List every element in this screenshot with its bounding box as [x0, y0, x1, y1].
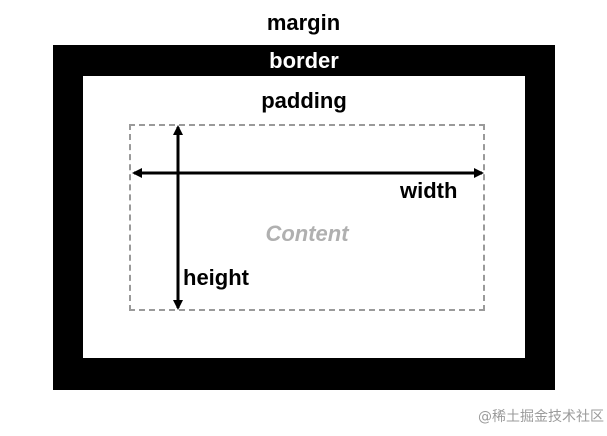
- watermark-text: @稀土掘金技术社区: [478, 409, 604, 425]
- height-label: height: [183, 265, 249, 290]
- content-label: Content: [265, 221, 349, 246]
- content-box: [129, 124, 485, 311]
- padding-box: [83, 76, 525, 358]
- width-label: width: [400, 178, 458, 203]
- border-label: border: [269, 48, 339, 73]
- padding-label: padding: [261, 88, 347, 113]
- margin-label: margin: [266, 10, 341, 35]
